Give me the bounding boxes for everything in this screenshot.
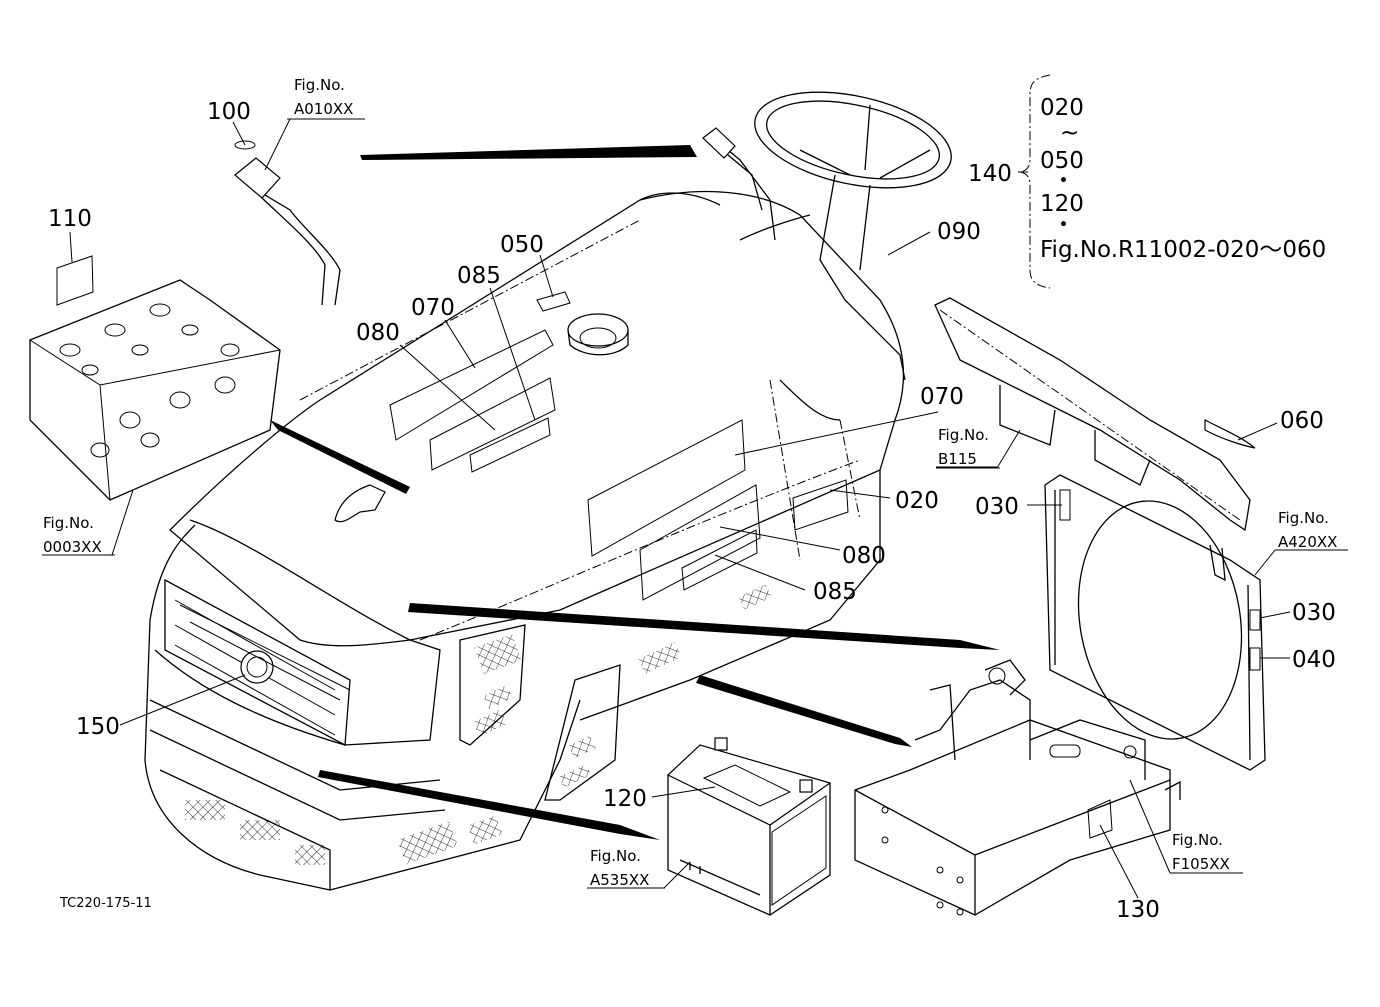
label-070-top: 070 xyxy=(411,295,455,321)
hood-drawing xyxy=(144,190,904,891)
hood-side-decals xyxy=(587,419,849,601)
part-060-bracket xyxy=(934,297,1256,532)
fig-ref-b115-code: B115 xyxy=(938,450,977,468)
label-050: 050 xyxy=(500,232,544,258)
drawing-code: TC220-175-11 xyxy=(59,896,152,911)
label-100: 100 xyxy=(207,99,251,125)
label-085-side: 085 xyxy=(813,579,857,605)
fig-ref-b115-caption: Fig.No. xyxy=(938,426,989,444)
label-080-top: 080 xyxy=(356,320,400,346)
label-140: 140 xyxy=(968,161,1012,187)
fig-ref-a420-code: A420XX xyxy=(1278,533,1337,551)
label-110: 110 xyxy=(48,206,92,232)
label-150: 150 xyxy=(76,714,120,740)
label-070-side: 070 xyxy=(920,384,964,410)
label-060: 060 xyxy=(1280,408,1324,434)
group-140-line-4: ・ xyxy=(1052,168,1075,194)
group-140-brace xyxy=(1017,74,1051,289)
group-140-line-2: ~ xyxy=(1060,120,1079,146)
fig-ref-a010-caption: Fig.No. xyxy=(294,76,345,94)
label-030-top: 030 xyxy=(975,494,1019,520)
fig-ref-f105-caption: Fig.No. xyxy=(1172,831,1223,849)
fig-ref-0003-code: 0003XX xyxy=(43,538,102,556)
label-130: 130 xyxy=(1116,897,1160,923)
fig-ref-a420-caption: Fig.No. xyxy=(1278,509,1329,527)
group-140-line-3: 050 xyxy=(1040,148,1084,174)
label-020: 020 xyxy=(895,488,939,514)
fig-ref-f105-code: F105XX xyxy=(1172,855,1230,873)
direction-arrows xyxy=(270,145,1000,840)
label-090: 090 xyxy=(937,219,981,245)
fig-ref-0003-caption: Fig.No. xyxy=(43,514,94,532)
label-085-top: 085 xyxy=(457,263,501,289)
fig-ref-a535-code: A535XX xyxy=(590,871,649,889)
leader-lines xyxy=(42,118,1348,899)
steering-wheel xyxy=(702,91,952,381)
hood-top-decals xyxy=(389,291,571,473)
fan-shroud xyxy=(1044,474,1266,771)
decal-marks xyxy=(185,584,772,865)
group-140-line-5: 120 xyxy=(1040,191,1084,217)
part-110-cylinder-head xyxy=(29,255,281,501)
part-100-key xyxy=(234,140,341,306)
battery-120 xyxy=(666,737,832,916)
label-040: 040 xyxy=(1292,647,1336,673)
label-120: 120 xyxy=(603,786,647,812)
fig-ref-a010-code: A010XX xyxy=(294,100,353,118)
frame-base xyxy=(854,659,1181,916)
group-140-line-7: Fig.No.R11002-020～060 xyxy=(1040,237,1326,263)
group-140-line-1: 020 xyxy=(1040,95,1084,121)
group-140-line-6: ・ xyxy=(1052,212,1075,238)
label-030-right: 030 xyxy=(1292,600,1336,626)
fig-ref-a535-caption: Fig.No. xyxy=(590,847,641,865)
label-080-side: 080 xyxy=(842,543,886,569)
